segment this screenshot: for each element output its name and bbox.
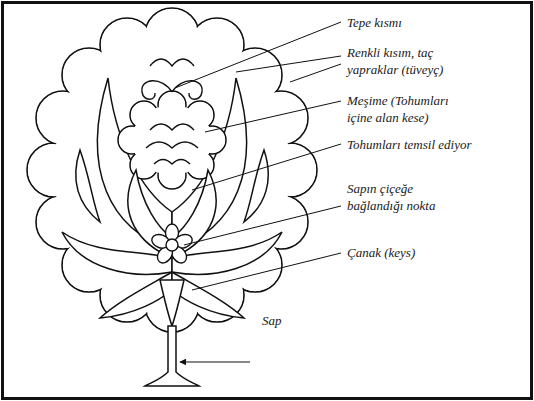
leader-lines <box>175 22 341 362</box>
center-flower <box>150 224 194 266</box>
frame <box>3 3 532 399</box>
part-label: Çanak (keys) <box>347 244 415 261</box>
part-label: Sap <box>262 312 282 329</box>
flower-parts <box>76 78 269 250</box>
part-label: Meşime (Tohumları içine alan kese) <box>347 92 472 126</box>
part-label: Tepe kısmı <box>347 14 402 31</box>
part-label: Renkli kısım, taç yapraklar (tüveyç) <box>347 44 482 78</box>
part-label: Sapın çiçeğe bağlandığı nokta <box>347 180 457 214</box>
outer-scallops <box>27 8 317 332</box>
part-label: Tohumları temsil ediyor <box>347 136 471 153</box>
